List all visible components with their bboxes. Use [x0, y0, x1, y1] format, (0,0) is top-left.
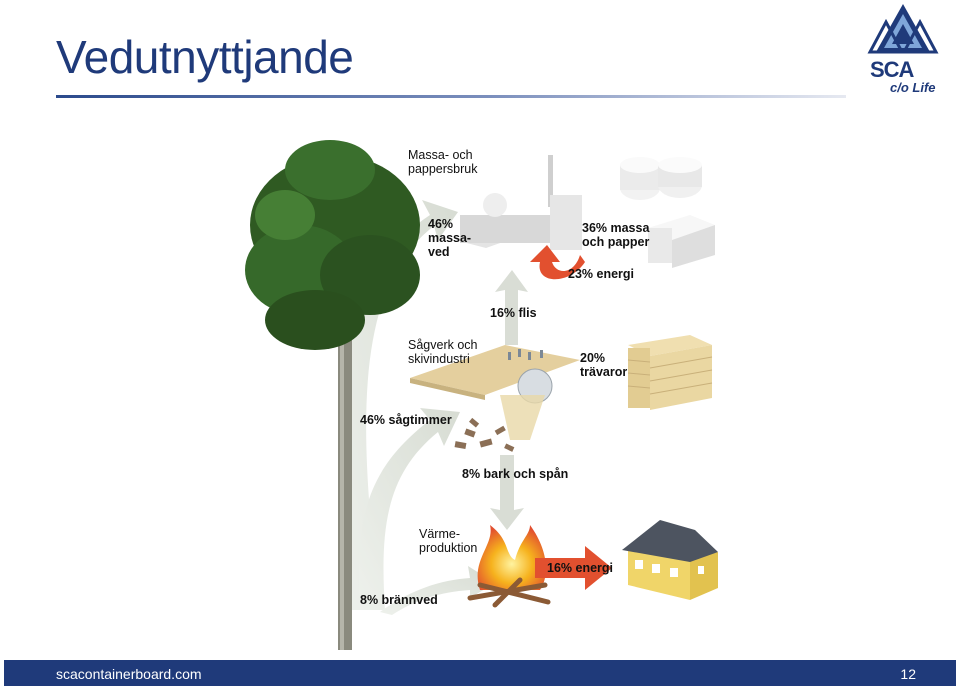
flow-arrow-sawlogs [358, 408, 460, 610]
title-divider [56, 95, 846, 98]
label-wood-products: 20% trävaror [580, 351, 628, 379]
wood-flow-diagram [245, 140, 718, 650]
label-mill-energy: 23% energi [568, 267, 635, 281]
label-bark: 8% bark och spån [462, 467, 569, 481]
label-pulp-paper: 36% massa och papper [582, 221, 650, 249]
flow-arrow-bark [490, 455, 524, 530]
flow-arrow-firewood [380, 566, 495, 615]
label-firewood: 8% brännved [360, 593, 438, 607]
house-icon [622, 520, 718, 600]
paper-mill-icon [455, 155, 582, 250]
label-heat-energy: 16% energi [547, 561, 614, 575]
fire-icon [467, 525, 551, 608]
paper-rolls-icon [620, 157, 715, 268]
energy-arrow-heat [535, 546, 612, 590]
footer-url: scacontainerboard.com [56, 666, 202, 682]
flow-arrow-chips [495, 270, 528, 345]
bark-chips-icon [454, 417, 515, 452]
sawmill-icon [410, 345, 580, 440]
logo-brand: SCA [870, 57, 914, 82]
label-pulp-paper-mill: Massa- och pappersbruk [408, 148, 478, 176]
label-sawmill: Sågverk och skivindustri [408, 338, 478, 366]
energy-cycle-arrow [530, 245, 585, 280]
label-heat-production: Värme- produktion [419, 527, 478, 555]
label-chips: 16% flis [490, 306, 537, 320]
slide-title: Vedutnyttjande [56, 31, 354, 83]
footer-bar: scacontainerboard.com 12 [4, 660, 956, 686]
label-pulpwood: 46% massa- ved [428, 217, 472, 259]
logo-tagline: c/o Life [890, 80, 936, 95]
lumber-stack-icon [627, 335, 713, 410]
sca-logo-icon [867, 4, 939, 54]
page-number: 12 [900, 666, 916, 682]
label-sawlogs: 46% sågtimmer [360, 413, 452, 427]
